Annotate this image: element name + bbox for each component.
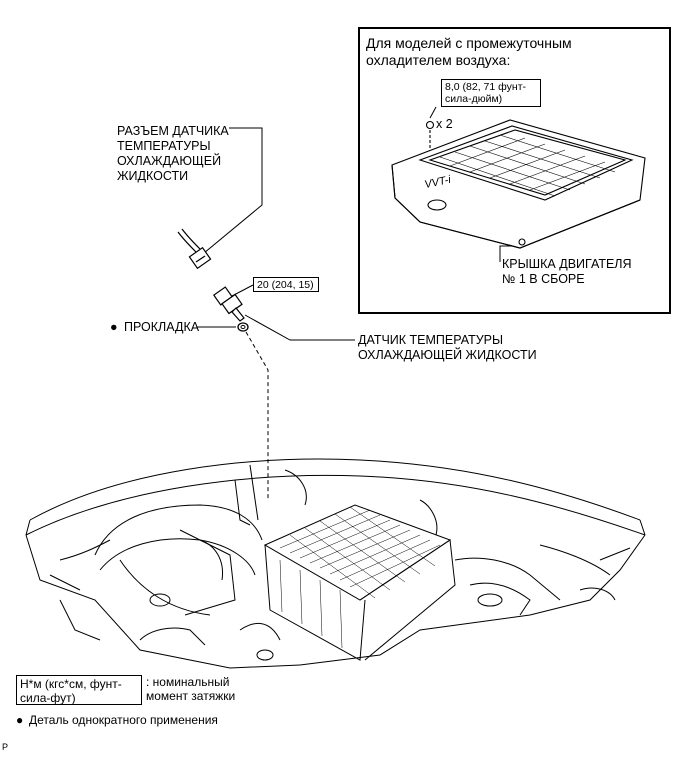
torque-units-box: Н*м (кгс*см, фунт- сила-фут): [16, 675, 142, 705]
single-use-label: Деталь однократного применения: [29, 713, 218, 727]
sensor-label: ДАТЧИК ТЕМПЕРАТУРЫ ОХЛАЖДАЮЩЕЙ ЖИДКОСТИ: [358, 333, 537, 362]
engine-bay-illustration: [25, 458, 646, 669]
connector-label: РАЗЪЕМ ДАТЧИКА ТЕМПЕРАТУРЫ ОХЛАЖДАЮЩЕЙ Ж…: [117, 124, 229, 183]
engine-cover-icon: VVT-i: [391, 119, 646, 249]
torque-description: : номинальный момент затяжки: [146, 675, 236, 703]
assembly-path: [245, 331, 269, 500]
inset-title: Для моделей с промежуточным охладителем …: [366, 35, 572, 68]
temperature-sensor-icon: [212, 286, 245, 322]
engine-cover-label: КРЫШКА ДВИГАТЕЛЯ № 1 В СБОРЕ: [502, 257, 632, 286]
single-use-bullet-icon: ●: [16, 713, 24, 727]
inset-frame: [358, 27, 671, 314]
sensor-torque-box: 20 (204, 15): [253, 277, 319, 292]
inset-quantity: x 2: [436, 117, 453, 131]
svg-text:VVT-i: VVT-i: [423, 174, 452, 191]
leader-lines: [197, 106, 522, 341]
gasket-bullet-icon: ●: [110, 320, 118, 334]
gasket-label: ПРОКЛАДКА: [124, 320, 200, 334]
connector-icon: [177, 228, 212, 270]
gasket-icon: [237, 322, 249, 332]
corner-mark: P: [2, 742, 9, 752]
inset-torque-box: 8,0 (82, 71 фунт- сила-дюйм): [441, 79, 541, 107]
